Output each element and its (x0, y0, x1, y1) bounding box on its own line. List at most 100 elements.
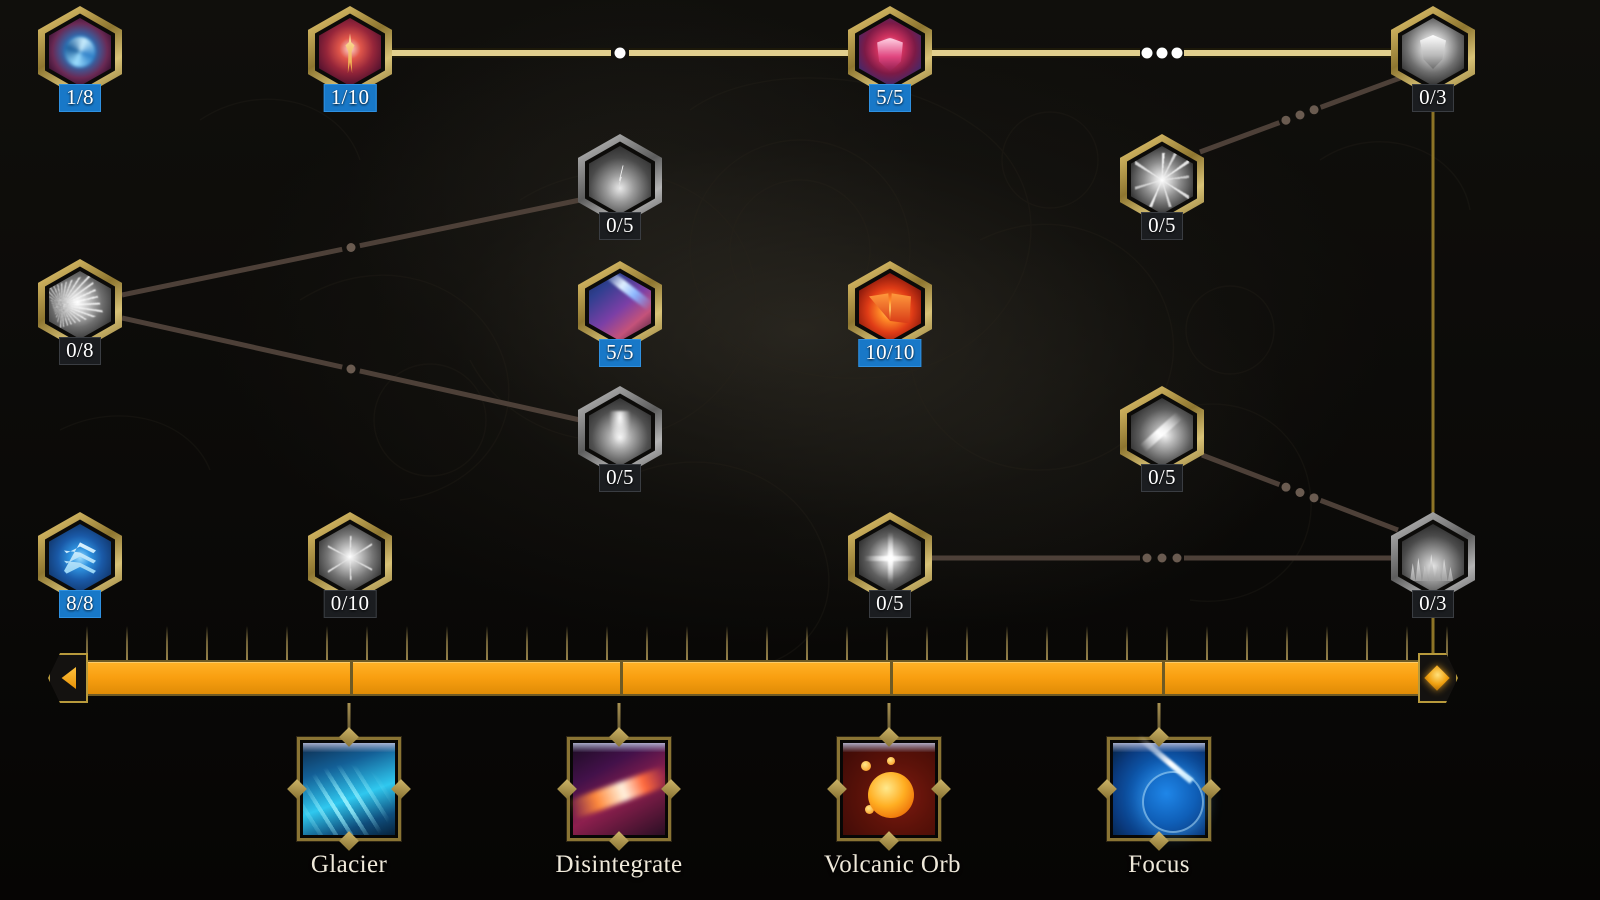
xp-tick (1366, 626, 1368, 660)
link-dot-icon (1172, 553, 1182, 563)
link-dot-icon (1295, 488, 1305, 497)
xp-tick (1446, 626, 1448, 660)
skill-icon-frame[interactable] (1097, 727, 1221, 851)
experience-bar-divider (1162, 662, 1165, 694)
xp-tick (806, 626, 808, 660)
link-crossspark-spires (932, 553, 1392, 563)
node-hex-frame (848, 512, 932, 604)
shield-node[interactable]: 0/3 (1391, 6, 1475, 112)
xp-tick (606, 626, 608, 660)
xp-tick (286, 626, 288, 660)
node-rank-badge: 0/8 (59, 337, 101, 365)
blade-node[interactable]: 5/5 (578, 261, 662, 367)
disintegrate-icon (573, 743, 665, 835)
spires-node[interactable]: 0/3 (1391, 512, 1475, 618)
link-dot-icon (1141, 47, 1153, 59)
link-dot-icon (346, 364, 356, 374)
ember-spark-icon (865, 805, 874, 814)
xp-tick (846, 626, 848, 660)
skill-connector-stem (887, 703, 891, 737)
xp-tick (726, 626, 728, 660)
tome-node[interactable]: 10/10 (848, 261, 932, 367)
slash-node[interactable]: 0/5 (1120, 386, 1204, 492)
experience-bar-fill (68, 662, 1438, 694)
node-hex-frame (308, 512, 392, 604)
node-hex-frame (578, 261, 662, 353)
skill-icon-frame[interactable] (827, 727, 951, 851)
glacier-icon (303, 743, 395, 835)
xp-tick (526, 626, 528, 660)
skill-slot-volcanic-orb[interactable]: Volcanic Orb (824, 727, 961, 879)
experience-bar-divider (890, 662, 893, 694)
runeward-node[interactable]: 0/10 (308, 512, 392, 618)
link-dot-icon (1281, 115, 1291, 125)
node-rank-badge: 0/5 (599, 212, 641, 240)
ember-spark-icon (887, 757, 895, 765)
experience-bar-divider (350, 662, 353, 694)
xp-tick (1286, 626, 1288, 660)
experience-bar-left-cap[interactable] (48, 653, 88, 703)
link-dot-icon (1142, 553, 1152, 563)
ember-spark-icon (861, 761, 871, 771)
skill-slot-focus[interactable]: Focus (1094, 727, 1224, 879)
experience-bar[interactable] (48, 653, 1458, 703)
link-armor-shield (932, 47, 1392, 59)
skill-icon-frame[interactable] (557, 727, 681, 851)
node-rank-badge: 5/5 (599, 339, 641, 367)
link-dot-icon (1295, 110, 1305, 120)
skill-name-label: Volcanic Orb (824, 851, 961, 878)
armor-node[interactable]: 5/5 (848, 6, 932, 112)
left-arrow-icon (61, 667, 76, 689)
crossspark-node[interactable]: 0/5 (848, 512, 932, 618)
emberfall-node[interactable]: 0/5 (578, 386, 662, 492)
figure-node[interactable]: 1/10 (308, 6, 392, 112)
volcanic-orb-icon (843, 743, 935, 835)
node-rank-badge: 1/10 (323, 84, 377, 112)
skill-slot-disintegrate[interactable]: Disintegrate (554, 727, 684, 879)
link-dot-icon (1171, 47, 1183, 59)
xp-tick (86, 626, 88, 660)
xp-tick (566, 626, 568, 660)
node-rank-badge: 0/3 (1412, 590, 1454, 618)
experience-bar-divider (620, 662, 623, 694)
experience-bar-right-cap[interactable] (1418, 653, 1458, 703)
link-dot-icon (346, 243, 356, 252)
node-hex-frame (308, 6, 392, 98)
node-rank-badge: 8/8 (59, 590, 101, 618)
link-feather-rootstorm (121, 197, 581, 298)
xp-tick-marks (0, 626, 1600, 662)
node-hex-frame (578, 386, 662, 478)
xp-tick (326, 626, 328, 660)
xp-tick (766, 626, 768, 660)
link-shield-burst (1199, 75, 1401, 155)
skill-connector-stem (1157, 703, 1161, 737)
skill-icon-frame[interactable] (287, 727, 411, 851)
node-hex-frame (38, 6, 122, 98)
link-dot-icon (1281, 482, 1291, 492)
xp-tick (1126, 626, 1128, 660)
xp-tick (486, 626, 488, 660)
xp-tick (206, 626, 208, 660)
xp-tick (246, 626, 248, 660)
node-hex-frame (38, 259, 122, 351)
xp-tick (686, 626, 688, 660)
node-rank-badge: 10/10 (858, 339, 922, 367)
node-rank-badge: 0/5 (1141, 464, 1183, 492)
rootstorm-node[interactable]: 0/5 (578, 134, 662, 240)
burst-node[interactable]: 0/5 (1120, 134, 1204, 240)
node-rank-badge: 5/5 (869, 84, 911, 112)
xp-tick (1006, 626, 1008, 660)
xp-tick (926, 626, 928, 660)
skill-slot-glacier[interactable]: Glacier (284, 727, 414, 879)
feather-node[interactable]: 0/8 (38, 259, 122, 365)
link-fig-armor (392, 47, 848, 59)
node-hex-frame (848, 6, 932, 98)
xp-tick (1086, 626, 1088, 660)
node-hex-frame (38, 512, 122, 604)
node-rank-badge: 0/5 (869, 590, 911, 618)
vortex-node[interactable]: 1/8 (38, 6, 122, 112)
xp-tick (446, 626, 448, 660)
skill-connector-stem (347, 703, 351, 737)
mastery-node[interactable]: 8/8 (38, 512, 122, 618)
skill-name-label: Disintegrate (555, 851, 683, 878)
